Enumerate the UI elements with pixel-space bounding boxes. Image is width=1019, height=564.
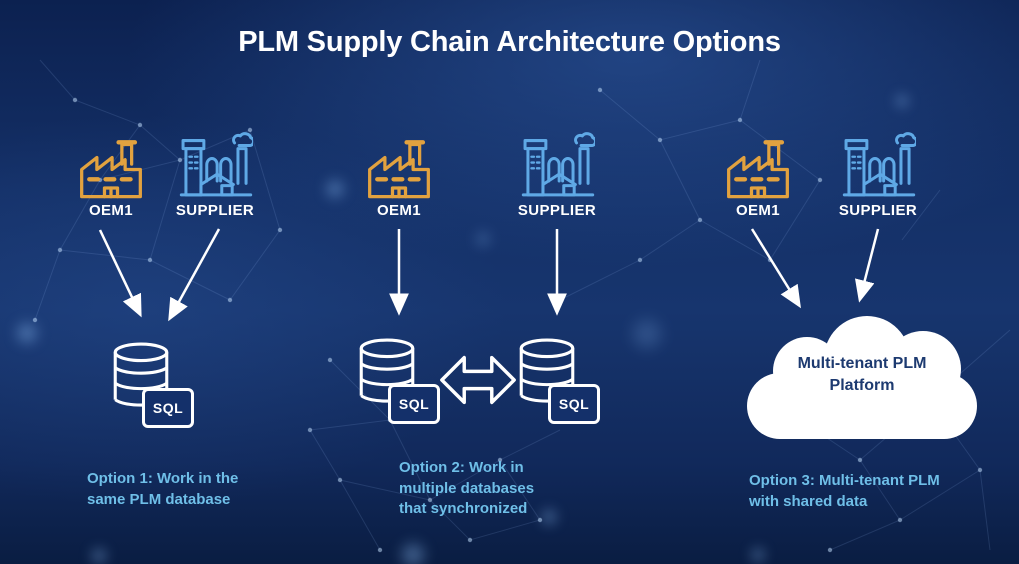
sql-badge-label: SQL [558,396,590,412]
sql-database-icon: SQL [112,342,194,435]
oem-label: OEM1 [88,202,134,219]
oem-factory-icon [76,138,146,201]
supplier-factory-icon [179,130,253,202]
option3-caption: Option 3: Multi-tenant PLM with shared d… [749,472,940,510]
supplier-label: SUPPLIER [517,202,597,219]
supplier-factory-icon [842,130,916,202]
oem-label: OEM1 [376,202,422,219]
sql-badge-label: SQL [398,396,430,412]
sql-database-icon: SQL [518,338,600,431]
sql-database-icon: SQL [358,338,440,431]
sql-badge: SQL [388,384,440,424]
cloud-label: Multi-tenant PLM Platform [797,355,927,394]
sql-badge-label: SQL [152,400,184,416]
sql-badge: SQL [548,384,600,424]
cloud-shape [747,316,977,439]
supplier-label: SUPPLIER [838,202,918,219]
option2-caption: Option 2: Work in multiple databases tha… [399,459,535,518]
arrow-supplier1-to-db [168,228,221,322]
arrow-supplier3-to-cloud [854,228,880,303]
supplier-label: SUPPLIER [175,202,255,219]
sql-badge: SQL [142,388,194,428]
arrow-oem1-to-db [98,229,142,318]
cloud-icon: Multi-tenant PLM Platform [737,311,987,443]
oem-factory-icon [723,138,793,201]
oem-label: OEM1 [735,202,781,219]
sync-arrow-icon [440,355,516,405]
supplier-factory-icon [521,130,595,202]
oem-factory-icon [364,138,434,201]
arrow-oem3-to-cloud [750,228,801,309]
page-title: PLM Supply Chain Architecture Options [238,26,781,58]
option1-caption: Option 1: Work in the same PLM database [87,470,239,508]
